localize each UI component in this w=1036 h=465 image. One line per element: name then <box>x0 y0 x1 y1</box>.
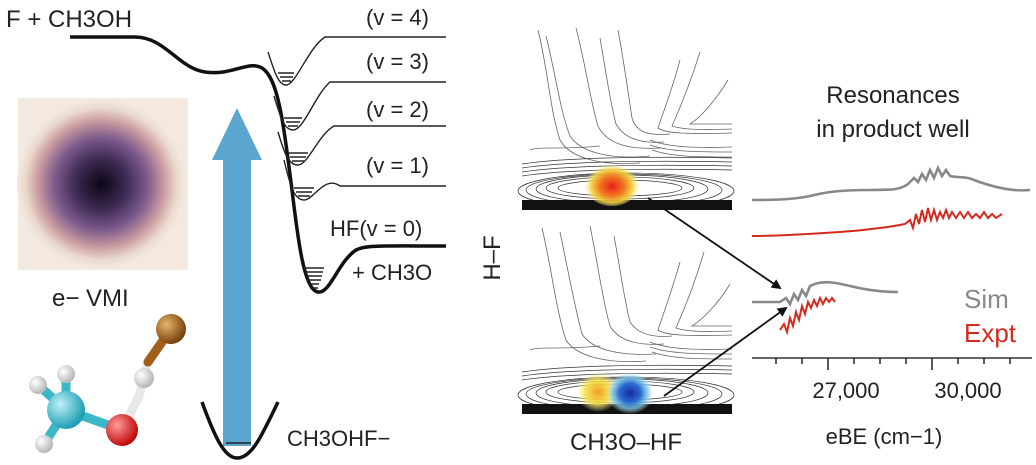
vmi-label: e− VMI <box>52 285 129 312</box>
hydrogen-atom <box>134 368 154 388</box>
spectra <box>751 164 1031 336</box>
ch3o-product-label: + CH3O <box>352 260 432 285</box>
sim-trace-lower <box>752 280 899 307</box>
fluorine-atom <box>156 314 186 344</box>
contour-panel-bottom <box>517 222 735 420</box>
contour-panel-top <box>517 24 735 214</box>
hydrogen-atom <box>57 365 75 383</box>
ch3ohf-axis-label: CH3O–HF <box>570 429 682 456</box>
v2-label: (v = 2) <box>366 97 429 122</box>
energy-diagram: F + CH3OH (v = 4) (v = 3) (v = 2) (v = 1… <box>6 5 447 460</box>
expt-trace-lower <box>779 295 836 336</box>
v1-label: (v = 1) <box>366 153 429 178</box>
tick-label-30000: 30,000 <box>934 378 1001 403</box>
sim-legend: Sim <box>964 284 1009 314</box>
arrow-bottom-to-spectrum <box>663 306 788 397</box>
expt-trace-upper <box>751 206 1003 237</box>
expt-legend: Expt <box>964 318 1017 348</box>
ebe-axis <box>752 357 1032 370</box>
v3-label: (v = 3) <box>366 49 429 74</box>
hydrogen-atom <box>35 435 53 453</box>
hf-axis-label: H–F <box>479 235 506 280</box>
resonances-title-line1: Resonances <box>826 82 959 109</box>
hydrogen-atom <box>29 376 47 394</box>
anion-label: CH3OHF− <box>287 426 390 451</box>
hf-v0-label: HF(v = 0) <box>330 216 422 241</box>
molecule-model <box>29 314 186 453</box>
reactants-label: F + CH3OH <box>6 6 132 33</box>
photodetachment-arrow <box>212 108 262 446</box>
oxygen-atom <box>106 414 138 446</box>
anion-well-curve <box>200 401 280 460</box>
carbon-atom <box>47 391 85 429</box>
tick-label-27000: 27,000 <box>812 378 879 403</box>
hf-vibrational-wells <box>267 36 446 289</box>
resonances-title-line2: in product well <box>816 116 969 143</box>
arrow-top-to-spectrum <box>647 197 782 290</box>
v4-label: (v = 4) <box>366 5 429 30</box>
ebe-axis-label: eBE (cm−1) <box>826 424 943 449</box>
sim-trace-upper <box>751 164 1031 202</box>
vmi-image <box>17 98 188 270</box>
